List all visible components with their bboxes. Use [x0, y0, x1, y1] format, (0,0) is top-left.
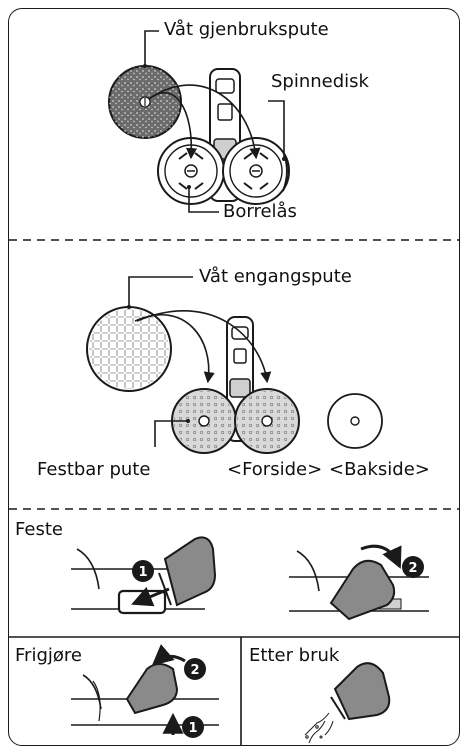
- after-use-header: Etter bruk: [249, 645, 340, 666]
- svg-text:2: 2: [190, 663, 199, 678]
- svg-text:1: 1: [138, 565, 147, 580]
- step1-badge-icon: 1: [132, 560, 154, 582]
- front-label: <Forside>: [227, 459, 323, 480]
- attachable-pad-label: Festbar pute: [37, 459, 151, 480]
- velcro-label: Borrelås: [223, 201, 297, 222]
- wet-disposable-pad-icon: [86, 306, 172, 392]
- attach-header: Feste: [15, 519, 63, 540]
- pad-handle-attached-icon: [329, 559, 396, 621]
- step2-badge-icon: 2: [402, 556, 424, 578]
- section2-illustration: [86, 276, 383, 454]
- release-header: Frigjøre: [15, 645, 82, 666]
- attachable-pad-left-icon: [171, 388, 237, 454]
- back-side-pad-icon: [327, 393, 383, 449]
- spin-disc-left-icon: [157, 137, 225, 205]
- after-use-illustration: [304, 662, 391, 744]
- spin-disc-label: Spinnedisk: [271, 71, 369, 92]
- water-drops-icon: [304, 712, 334, 744]
- attachable-pad-right-icon: [234, 388, 300, 454]
- pad-handle-dripping-icon: [330, 662, 391, 721]
- svg-text:1: 1: [188, 721, 197, 736]
- release-step2-badge-icon: 2: [184, 658, 206, 680]
- attach-step2-illustration: 2: [289, 544, 429, 621]
- spin-disc-right-icon: [222, 137, 290, 205]
- illustration-canvas: 1 2: [9, 30, 459, 745]
- pad-handle-release-icon: [125, 663, 179, 715]
- back-label: <Bakside>: [329, 459, 430, 480]
- wet-reusable-pad-icon: [108, 65, 182, 139]
- release-step1-badge-icon: 1: [182, 716, 204, 738]
- release-illustration: 2 1: [71, 644, 219, 738]
- wet-disposable-pad-label: Våt engangspute: [199, 266, 352, 287]
- wet-reusable-pad-label: Våt gjenbrukspute: [164, 19, 329, 40]
- section1-illustration: [108, 30, 290, 213]
- svg-text:2: 2: [408, 561, 417, 576]
- pad-handle-attach-icon: [158, 536, 217, 607]
- instruction-frame: 1 2: [8, 8, 460, 746]
- attach-step1-illustration: 1: [71, 536, 217, 615]
